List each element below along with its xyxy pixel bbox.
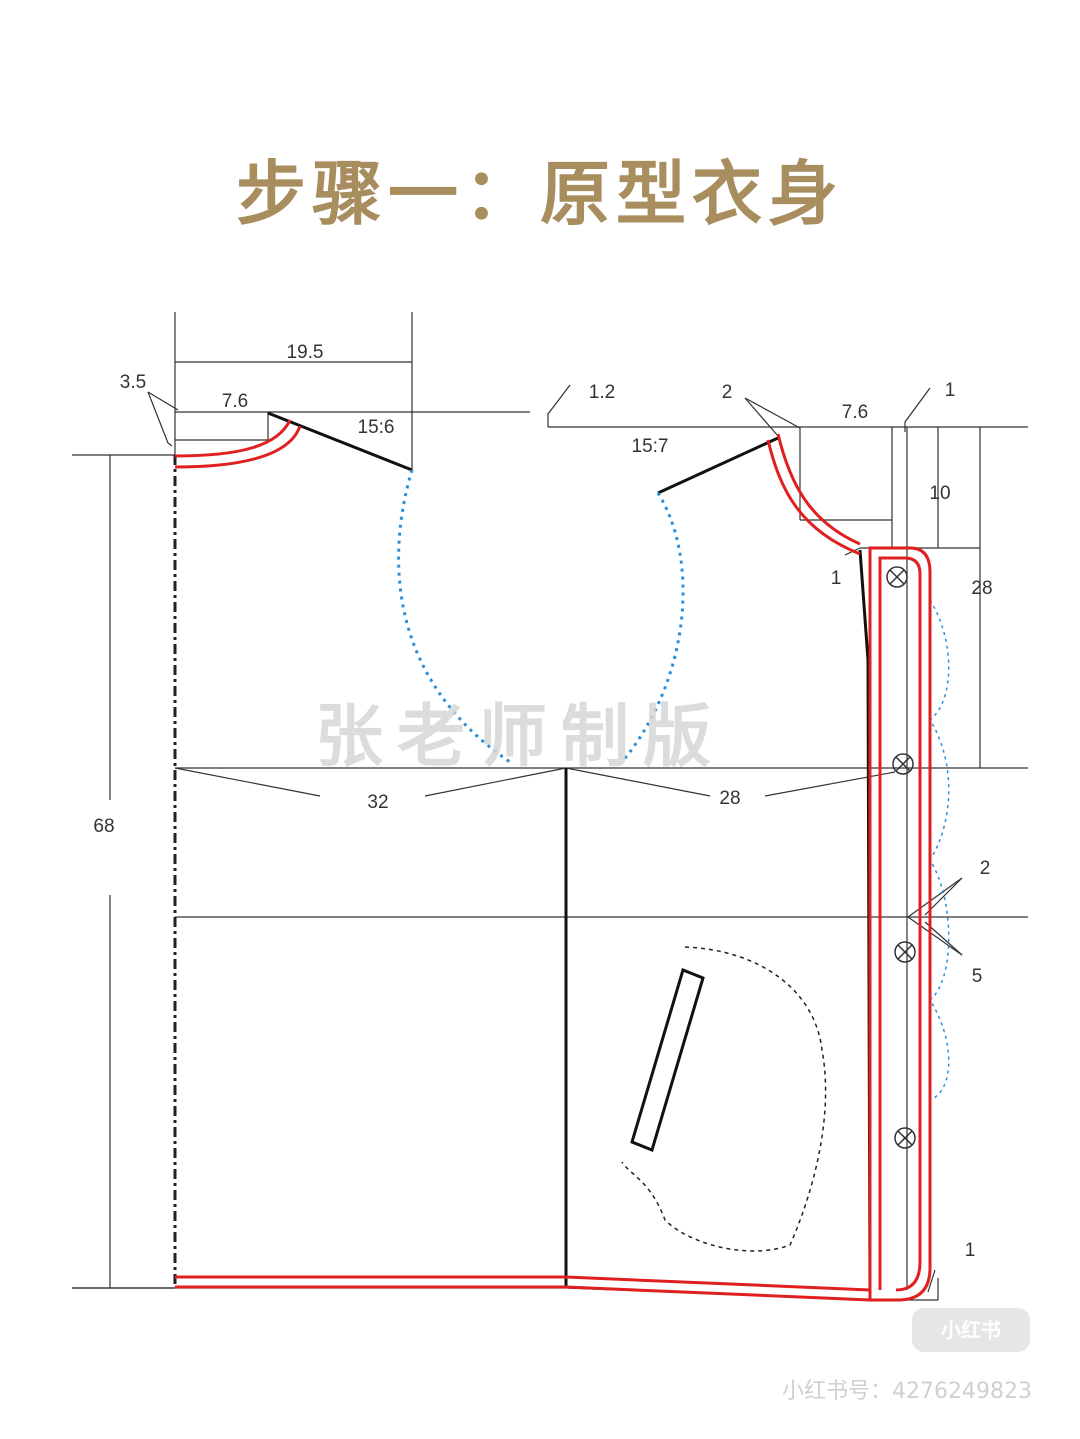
construction-lines (72, 312, 1028, 1301)
dim-length: 68 (93, 816, 114, 837)
watermark-logo: 小红书 (941, 1318, 1001, 1342)
dim-front-extension: 1 (945, 380, 956, 401)
button-4 (894, 1127, 916, 1149)
dim-back-chest: 32 (367, 792, 388, 813)
dim-front-shoulder: 15:7 (632, 436, 669, 457)
dim-front-shoulder-drop: 1.2 (589, 382, 615, 403)
watermark-main: 张老师制版 (315, 698, 725, 777)
facing-scallop (929, 599, 950, 1101)
dim-back-neck-width-total: 19.5 (287, 342, 324, 363)
dim-hem-offset-b: 5 (972, 966, 983, 987)
pocket-bag (621, 946, 827, 1252)
dim-front-neck-rise: 2 (722, 382, 733, 403)
button-3 (894, 941, 916, 963)
watermark-logo-badge: 小红书 (912, 1308, 1030, 1352)
button-2 (892, 753, 914, 775)
dim-button-to-chest: 28 (971, 578, 992, 599)
seam-lines (174, 419, 932, 1302)
buttons (886, 566, 916, 1149)
dimension-labels: 19.5 3.5 7.6 15:6 1.2 15:7 2 7.6 1 10 28… (93, 342, 992, 1261)
dim-front-neck-width: 7.6 (842, 402, 868, 423)
dim-front-chest: 28 (719, 788, 740, 809)
dim-neck-point-offset: 1 (831, 568, 842, 589)
dim-back-neck-rise: 3.5 (120, 372, 146, 393)
welt-pocket (630, 967, 705, 1153)
dim-neck-depth: 10 (929, 483, 950, 504)
dim-back-shoulder: 15:6 (358, 417, 395, 438)
dim-back-neck-width: 7.6 (222, 391, 248, 412)
button-1 (886, 566, 908, 588)
dim-hem-extension: 1 (965, 1240, 976, 1261)
page-title: 步骤一：原型衣身 (236, 153, 844, 235)
pattern-lines (267, 411, 872, 1301)
watermark-account: 小红书号：4276249823 (782, 1379, 1032, 1404)
dim-hem-offset-a: 2 (980, 858, 991, 879)
